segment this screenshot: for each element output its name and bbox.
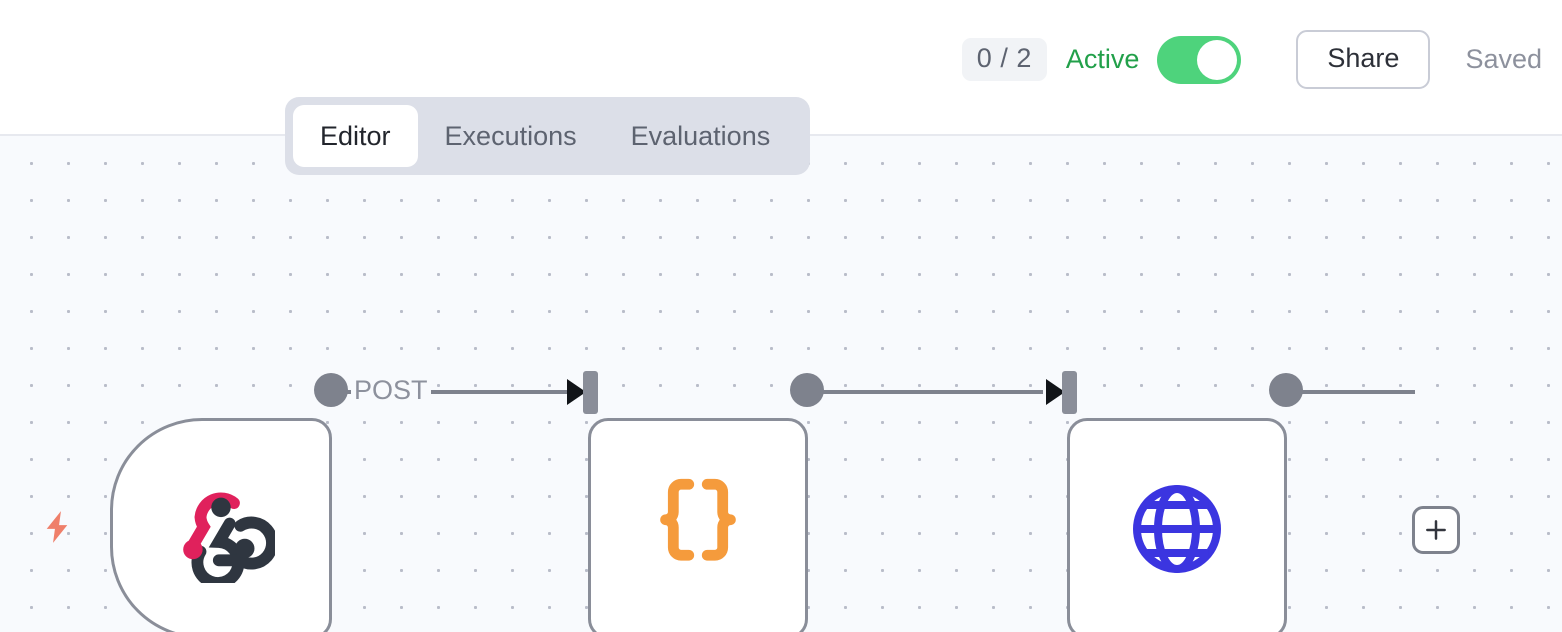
edge-webhook-filter[interactable]: [344, 390, 584, 394]
run-count-badge: 0 / 2: [961, 38, 1047, 81]
active-status-label: Active: [1065, 44, 1140, 74]
edge-arrow-filter: [567, 379, 586, 405]
globe-icon: [1133, 484, 1221, 573]
tab-executions[interactable]: Executions: [444, 120, 577, 151]
webhook-icon: [183, 491, 275, 583]
tab-editor[interactable]: Editor: [293, 105, 418, 167]
saved-status-label: Saved: [1465, 44, 1542, 74]
edge-label-post: POST: [351, 377, 431, 404]
handle-output-filter[interactable]: [790, 373, 824, 407]
code-braces-icon: [660, 478, 736, 561]
header-actions: 0 / 2 Active Share Saved: [961, 30, 1542, 89]
handle-input-http[interactable]: [1062, 371, 1077, 414]
handle-output-webhook[interactable]: [314, 373, 348, 407]
edge-filter-http[interactable]: [820, 390, 1043, 394]
add-node-button[interactable]: [1412, 506, 1460, 554]
share-button[interactable]: Share: [1296, 30, 1431, 89]
node-http-request[interactable]: [1067, 418, 1287, 632]
edge-http-add[interactable]: [1300, 390, 1415, 394]
lightning-bolt-icon: [38, 499, 76, 560]
view-tabs: Editor Executions Evaluations: [285, 97, 811, 175]
plus-icon: [1426, 520, 1446, 540]
node-filter[interactable]: [588, 418, 808, 632]
edge-arrow-http: [1046, 379, 1065, 405]
active-toggle[interactable]: [1157, 35, 1242, 84]
handle-output-http[interactable]: [1269, 373, 1303, 407]
tab-evaluations[interactable]: Evaluations: [630, 120, 771, 151]
handle-input-filter[interactable]: [583, 371, 598, 414]
workflow-canvas[interactable]: POST Webhook Filter merged PRs: [0, 136, 1562, 632]
node-webhook[interactable]: [110, 418, 332, 632]
toggle-knob: [1197, 39, 1238, 80]
